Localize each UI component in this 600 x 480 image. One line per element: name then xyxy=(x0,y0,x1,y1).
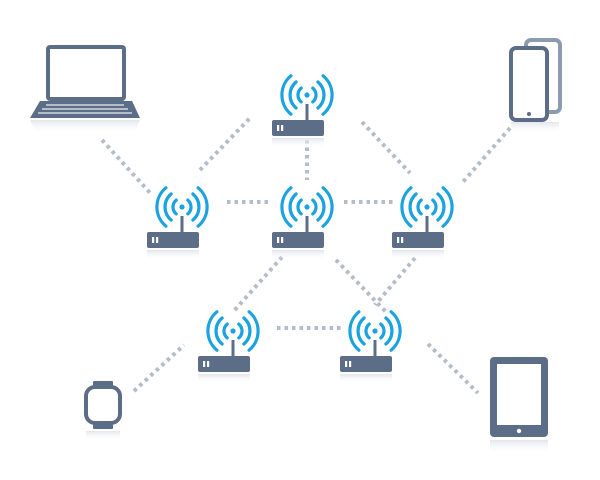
signal-wave xyxy=(348,310,361,352)
router-led xyxy=(277,125,280,131)
router-antenna xyxy=(305,104,309,121)
signal-wave xyxy=(379,322,386,340)
signal-wave xyxy=(441,186,454,228)
router-antenna xyxy=(231,340,235,357)
router-led xyxy=(345,361,348,367)
router-led xyxy=(349,361,352,367)
mesh-routers xyxy=(147,74,454,384)
signal-wave xyxy=(311,86,318,104)
signal-wave xyxy=(288,80,298,110)
signal-dot xyxy=(424,204,430,210)
signal-wave xyxy=(431,198,438,216)
link-router-right-router-bottom-right xyxy=(373,256,417,307)
signal-wave xyxy=(364,322,371,340)
signal-wave xyxy=(237,322,244,340)
signal-wave xyxy=(288,192,298,222)
router-body xyxy=(340,356,392,372)
signal-wave xyxy=(196,186,209,228)
wifi-router-icon xyxy=(392,186,454,260)
signal-wave xyxy=(316,192,326,222)
signal-wave xyxy=(214,316,224,346)
router-reflection xyxy=(198,374,250,384)
router-led xyxy=(207,361,210,367)
signal-dot xyxy=(304,204,310,210)
link-router-center-router-bottom-right xyxy=(334,258,388,314)
link-tablet-router-bottom-right xyxy=(426,342,480,395)
signal-wave xyxy=(311,198,318,216)
router-body xyxy=(272,120,324,136)
router-antenna xyxy=(373,340,377,357)
router-reflection xyxy=(272,250,324,260)
signal-dot xyxy=(179,204,185,210)
signal-wave xyxy=(280,186,293,228)
signal-wave xyxy=(280,74,293,116)
signal-wave xyxy=(321,74,334,116)
signal-wave xyxy=(400,186,413,228)
router-reflection xyxy=(392,250,444,260)
router-led xyxy=(156,237,159,243)
router-led xyxy=(277,237,280,243)
router-reflection xyxy=(147,250,199,260)
link-phones-router-right xyxy=(460,126,512,185)
signal-wave xyxy=(296,86,303,104)
signal-wave xyxy=(242,316,252,346)
signal-wave xyxy=(389,310,402,352)
signal-wave xyxy=(206,310,219,352)
router-reflection xyxy=(272,138,324,148)
signal-wave xyxy=(163,192,173,222)
router-reflection xyxy=(340,374,392,384)
router-led xyxy=(152,237,155,243)
signal-wave xyxy=(186,198,193,216)
router-led xyxy=(397,237,400,243)
signal-dot xyxy=(372,328,378,334)
tablet-icon xyxy=(490,357,548,454)
signal-dot xyxy=(230,328,236,334)
wifi-router-icon xyxy=(272,186,334,260)
router-led xyxy=(281,237,284,243)
signal-wave xyxy=(316,80,326,110)
link-smartwatch-router-bottom-left xyxy=(132,343,186,393)
smartwatch-icon xyxy=(84,381,122,441)
wifi-router-icon xyxy=(340,310,402,384)
signal-dot xyxy=(304,92,310,98)
link-router-left-router-top xyxy=(198,116,252,172)
router-antenna xyxy=(180,216,184,233)
signal-wave xyxy=(247,310,260,352)
signal-wave xyxy=(408,192,418,222)
router-led xyxy=(401,237,404,243)
wifi-router-icon xyxy=(147,186,209,260)
router-body xyxy=(198,356,250,372)
signal-wave xyxy=(171,198,178,216)
wifi-router-icon xyxy=(272,74,334,148)
router-antenna xyxy=(425,216,429,233)
router-antenna xyxy=(305,216,309,233)
signal-wave xyxy=(416,198,423,216)
signal-wave xyxy=(155,186,168,228)
smartphones-icon xyxy=(509,38,562,134)
signal-wave xyxy=(384,316,394,346)
link-router-center-router-bottom-left xyxy=(231,255,284,314)
laptop-icon xyxy=(30,45,140,134)
signal-wave xyxy=(296,198,303,216)
wifi-router-icon xyxy=(198,310,260,384)
signal-wave xyxy=(222,322,229,340)
link-router-top-router-right xyxy=(360,120,412,175)
mesh-links xyxy=(100,116,512,395)
signal-wave xyxy=(436,192,446,222)
signal-wave xyxy=(191,192,201,222)
router-led xyxy=(281,125,284,131)
signal-wave xyxy=(321,186,334,228)
router-body xyxy=(147,232,199,248)
link-laptop-router-left xyxy=(100,138,154,197)
router-led xyxy=(203,361,206,367)
router-body xyxy=(272,232,324,248)
router-body xyxy=(392,232,444,248)
signal-wave xyxy=(356,316,366,346)
